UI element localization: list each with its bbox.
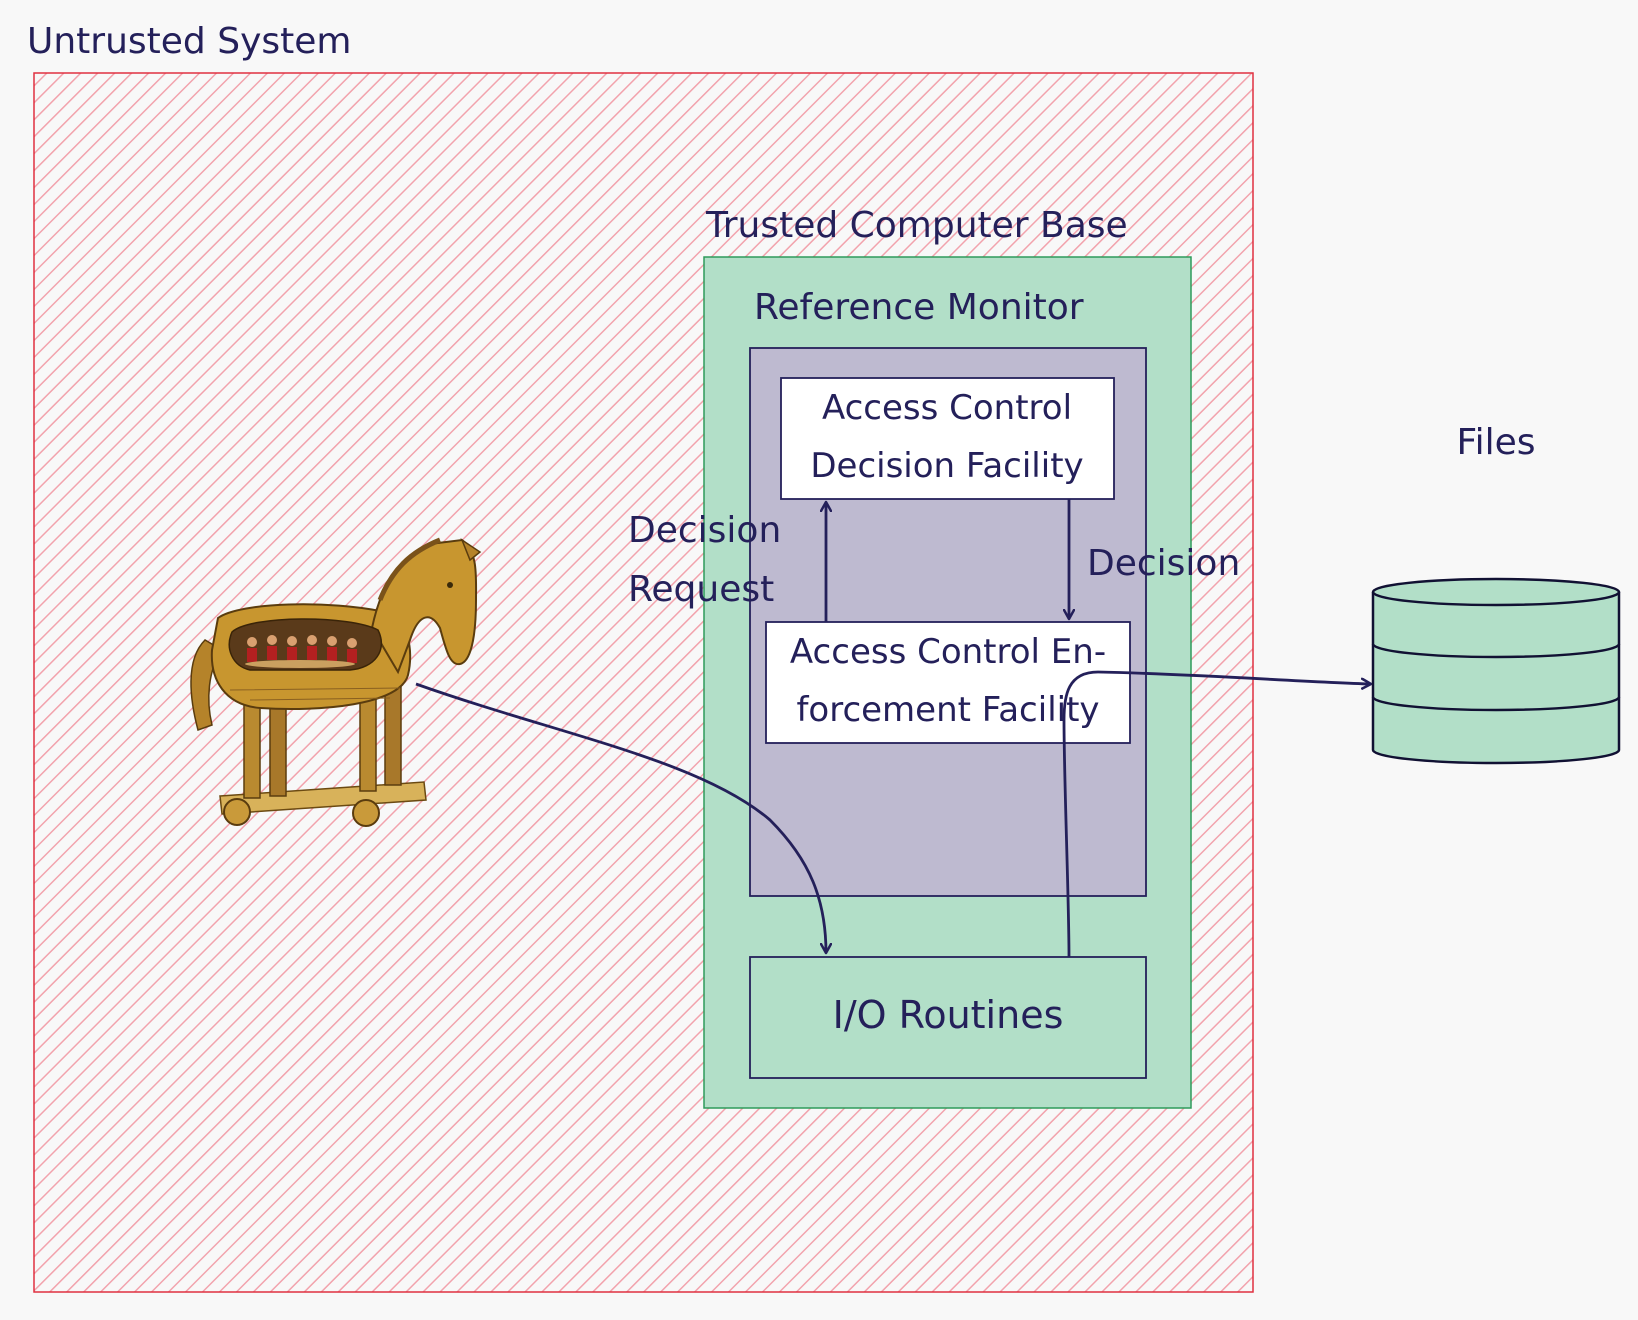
untrusted-system-label: Untrusted System: [27, 21, 351, 62]
access-control-enforcement-facility-box: [765, 621, 1131, 744]
decision-facility-label-line2: Decision Facility: [810, 446, 1083, 486]
decision-label: Decision: [1087, 543, 1240, 584]
trojan-horse-icon: [190, 537, 482, 827]
decision-request-label-line1: Decision: [628, 510, 781, 551]
access-control-decision-facility-box: [780, 377, 1115, 500]
io-routines-label: I/O Routines: [833, 993, 1064, 1037]
decision-request-label-line2: Request: [628, 569, 774, 610]
database-cylinder-icon: [1371, 577, 1621, 765]
io-to-files-arrow: [1062, 670, 1371, 958]
files-label: Files: [1457, 422, 1536, 463]
enforcement-facility-label-line1: Access Control En-: [790, 632, 1106, 672]
reference-monitor-label: Reference Monitor: [754, 287, 1084, 328]
decision-facility-label-line1: Access Control: [822, 388, 1072, 428]
io-routines-box: [749, 956, 1147, 1079]
trusted-computer-base-label: Trusted Computer Base: [705, 205, 1128, 246]
trojan-to-io-arrow: [415, 682, 826, 953]
enforcement-facility-label-line2: forcement Facility: [796, 690, 1099, 730]
